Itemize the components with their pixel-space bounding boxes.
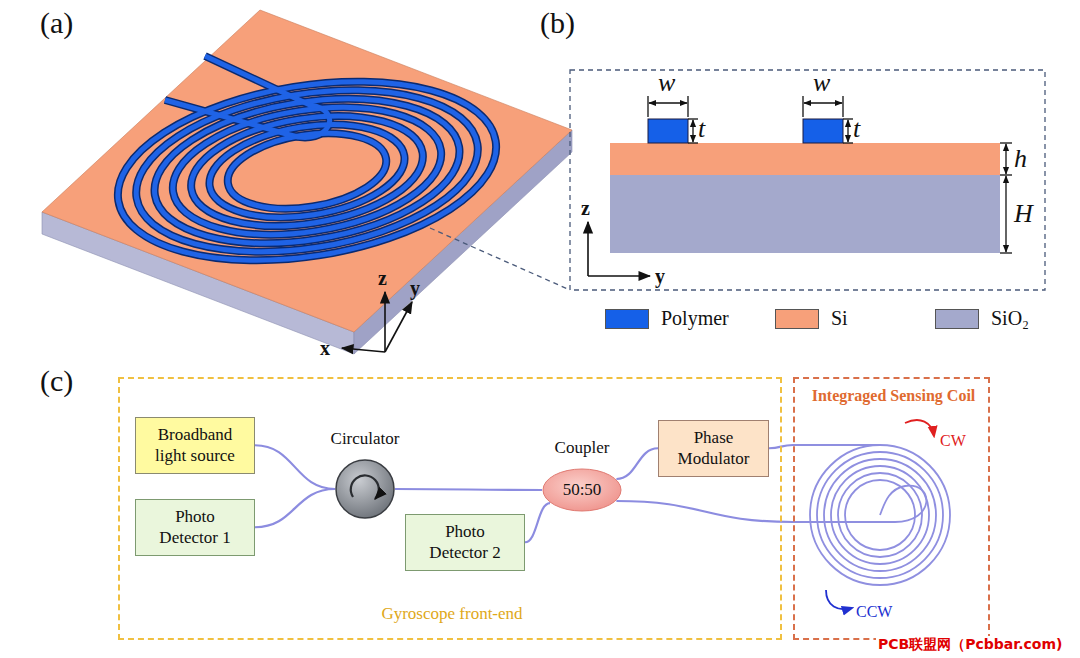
circulator-symbol: Circulator — [335, 459, 395, 519]
legend-text: Si — [831, 307, 848, 330]
source-box: Broadband light source — [135, 417, 255, 474]
cross-section — [570, 70, 1045, 290]
part-title: Circulator — [331, 429, 400, 449]
watermark: PCB联盟网（Pcbbar.com) — [876, 636, 1064, 652]
dimension-label: H — [1014, 201, 1033, 227]
axis-label: z — [378, 268, 387, 288]
direction-label: CCW — [856, 604, 892, 620]
ccw-arrow — [826, 590, 852, 609]
direction-label: CW — [940, 433, 966, 449]
fiber-connector — [255, 489, 335, 527]
spiral-waveguide — [105, 56, 509, 285]
fiber-connector — [395, 489, 542, 490]
detector-box: Photo Detector 2 — [405, 514, 525, 571]
legend-text: Polymer — [661, 307, 729, 330]
dimension-label: w — [658, 70, 675, 96]
circulator-shape — [335, 459, 395, 519]
coupler-shape — [542, 468, 622, 512]
fiber-connector — [616, 501, 793, 522]
fiber-connector — [769, 445, 793, 448]
fiber-connector — [255, 445, 335, 489]
legend-item: SiO₂ — [935, 307, 1029, 330]
dimension-label: t — [853, 116, 860, 142]
group-title: Integraged Sensing Coil — [795, 387, 992, 405]
box-label: Broadband light source — [146, 424, 244, 467]
axis-label: y — [410, 278, 420, 298]
dimension-label: h — [1014, 146, 1027, 172]
ratio-label: 50:50 — [563, 480, 602, 500]
coil-leads — [793, 445, 926, 522]
fiber-connector — [525, 503, 550, 542]
group-region: Broadband light sourcePhoto Detector 1 Ci… — [118, 377, 782, 640]
chip-3d — [42, 10, 572, 354]
axes-b — [588, 222, 650, 276]
axis-label: x — [320, 338, 330, 358]
legend-item: Polymer — [605, 307, 729, 330]
legend-swatch — [775, 309, 819, 329]
detector-box: Photo Detector 1 — [135, 499, 255, 556]
panel-label: (c) — [40, 366, 73, 396]
legend-swatch — [935, 309, 979, 329]
part-title: Coupler — [555, 438, 610, 458]
box-label: Photo Detector 2 — [416, 521, 514, 564]
axis-label: z — [581, 198, 590, 218]
dimension-label: w — [813, 70, 830, 96]
panel-label: (a) — [40, 8, 73, 38]
legend-swatch — [605, 309, 649, 329]
box-label: Photo Detector 1 — [146, 506, 244, 549]
axes-a — [342, 292, 412, 352]
modulator-box: Phase Modulator — [658, 420, 769, 477]
group-title: Gyroscope front-end — [120, 604, 784, 624]
legend-text: SiO₂ — [991, 307, 1029, 330]
axis-label: y — [655, 266, 665, 286]
dimension-lines — [648, 96, 1012, 253]
box-label: Phase Modulator — [669, 427, 758, 470]
panel-label: (b) — [540, 8, 575, 38]
group-region: Integraged Sensing Coil — [793, 377, 990, 640]
cw-arrow — [905, 420, 934, 436]
fiber-connector — [616, 448, 658, 479]
coupler-ellipse: Coupler50:50 — [542, 468, 622, 512]
dimension-label: t — [698, 116, 705, 142]
legend-item: Si — [775, 307, 848, 330]
